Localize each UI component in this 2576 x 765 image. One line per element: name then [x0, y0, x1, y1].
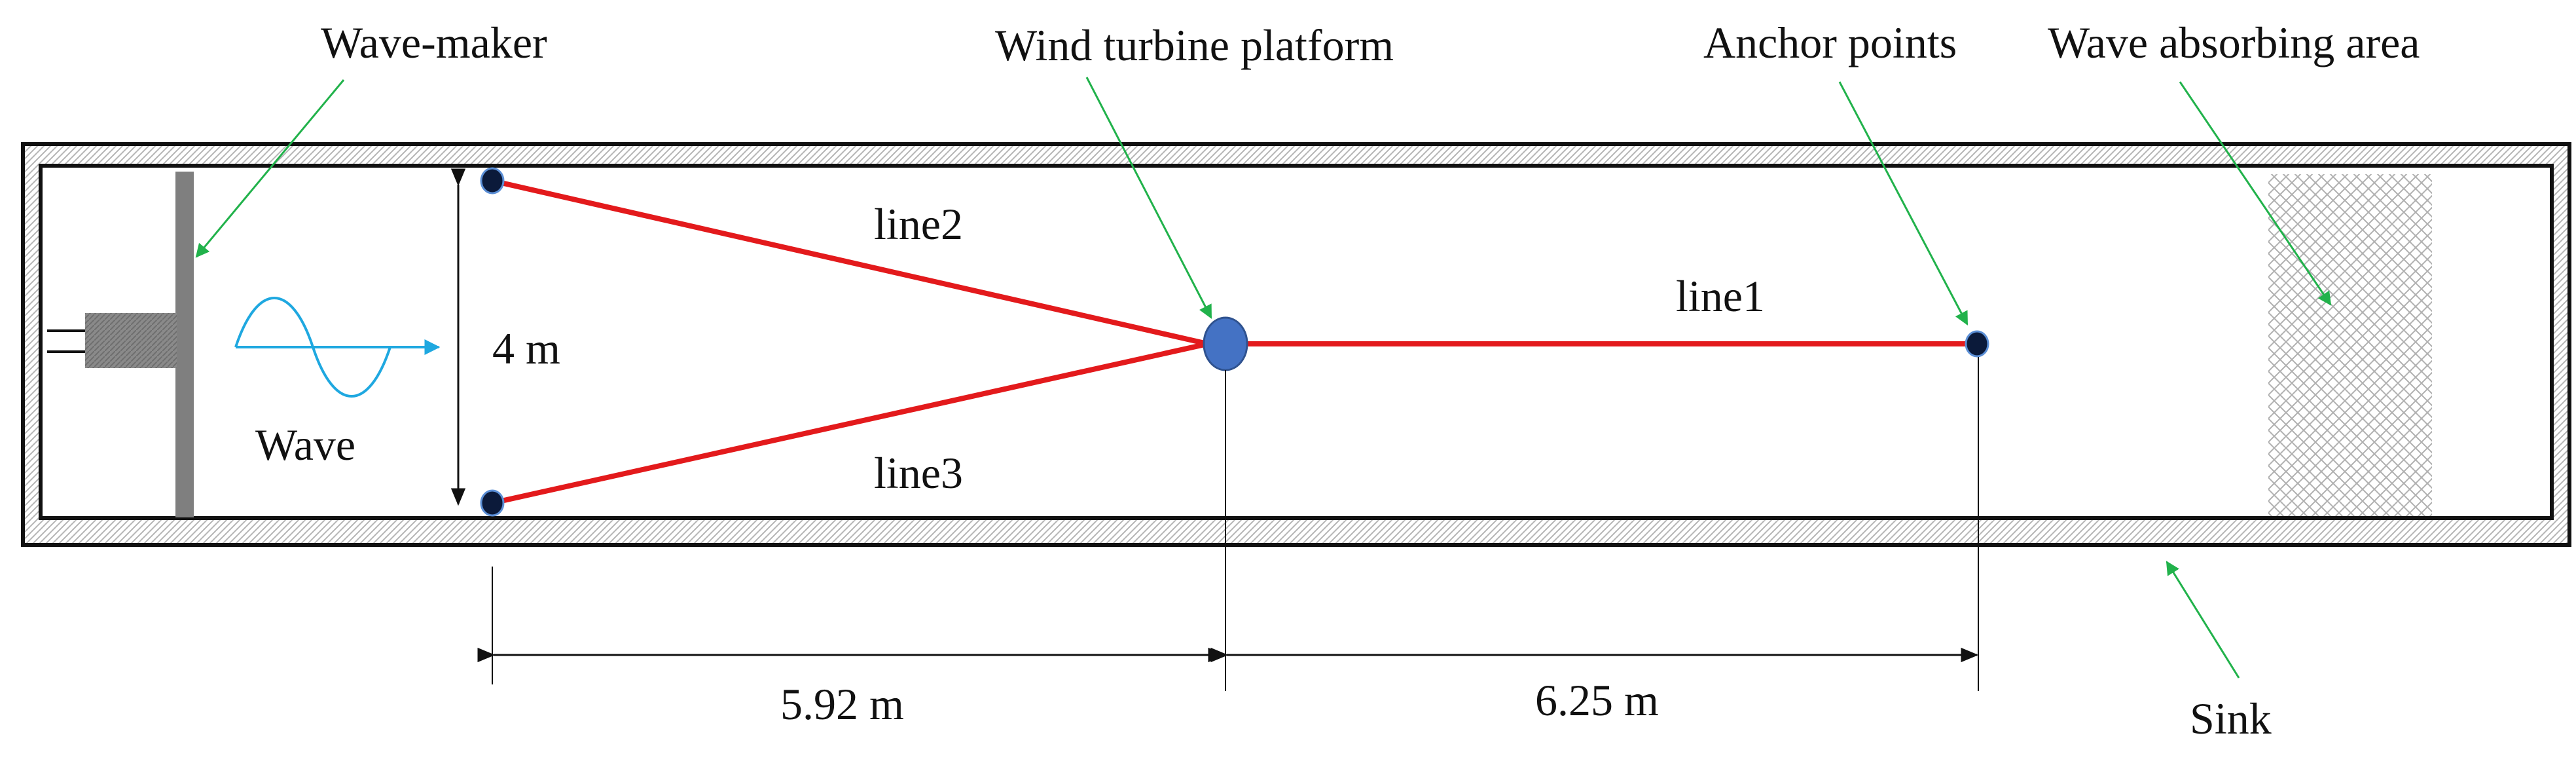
wave-absorbing-area	[2268, 174, 2432, 516]
label-wave-absorbing-area: Wave absorbing area	[2048, 18, 2420, 67]
wind-turbine-platform	[1203, 316, 1248, 371]
label-width-dimension: 4 m	[492, 324, 560, 373]
mooring-line-2	[492, 178, 1208, 346]
extension-lines	[492, 357, 1979, 691]
mooring-line-3	[492, 341, 1208, 506]
pointer-sink	[2166, 561, 2240, 679]
wave-symbol	[234, 297, 441, 398]
label-distance-left: 5.92 m	[780, 679, 904, 729]
pointer-platform	[1085, 77, 1212, 319]
label-line1: line1	[1676, 271, 1765, 321]
label-line2: line2	[874, 199, 963, 249]
label-wind-turbine-platform: Wind turbine platform	[995, 20, 1394, 70]
label-sink: Sink	[2190, 694, 2272, 743]
label-line3: line3	[874, 448, 963, 498]
label-wave-maker: Wave-maker	[321, 18, 547, 67]
pointer-absorber	[2179, 81, 2332, 306]
anchor-point-top	[480, 167, 505, 195]
wave-maker	[47, 172, 194, 517]
anchor-point-right	[1965, 330, 1989, 358]
label-wave: Wave	[255, 420, 355, 470]
pointer-anchor	[1838, 81, 1968, 326]
label-anchor-points: Anchor points	[1703, 18, 1957, 67]
pointer-arrows	[195, 77, 2332, 679]
pointer-wave-maker	[195, 79, 345, 258]
label-distance-right: 6.25 m	[1535, 675, 1659, 725]
anchor-point-bottom	[480, 489, 505, 517]
